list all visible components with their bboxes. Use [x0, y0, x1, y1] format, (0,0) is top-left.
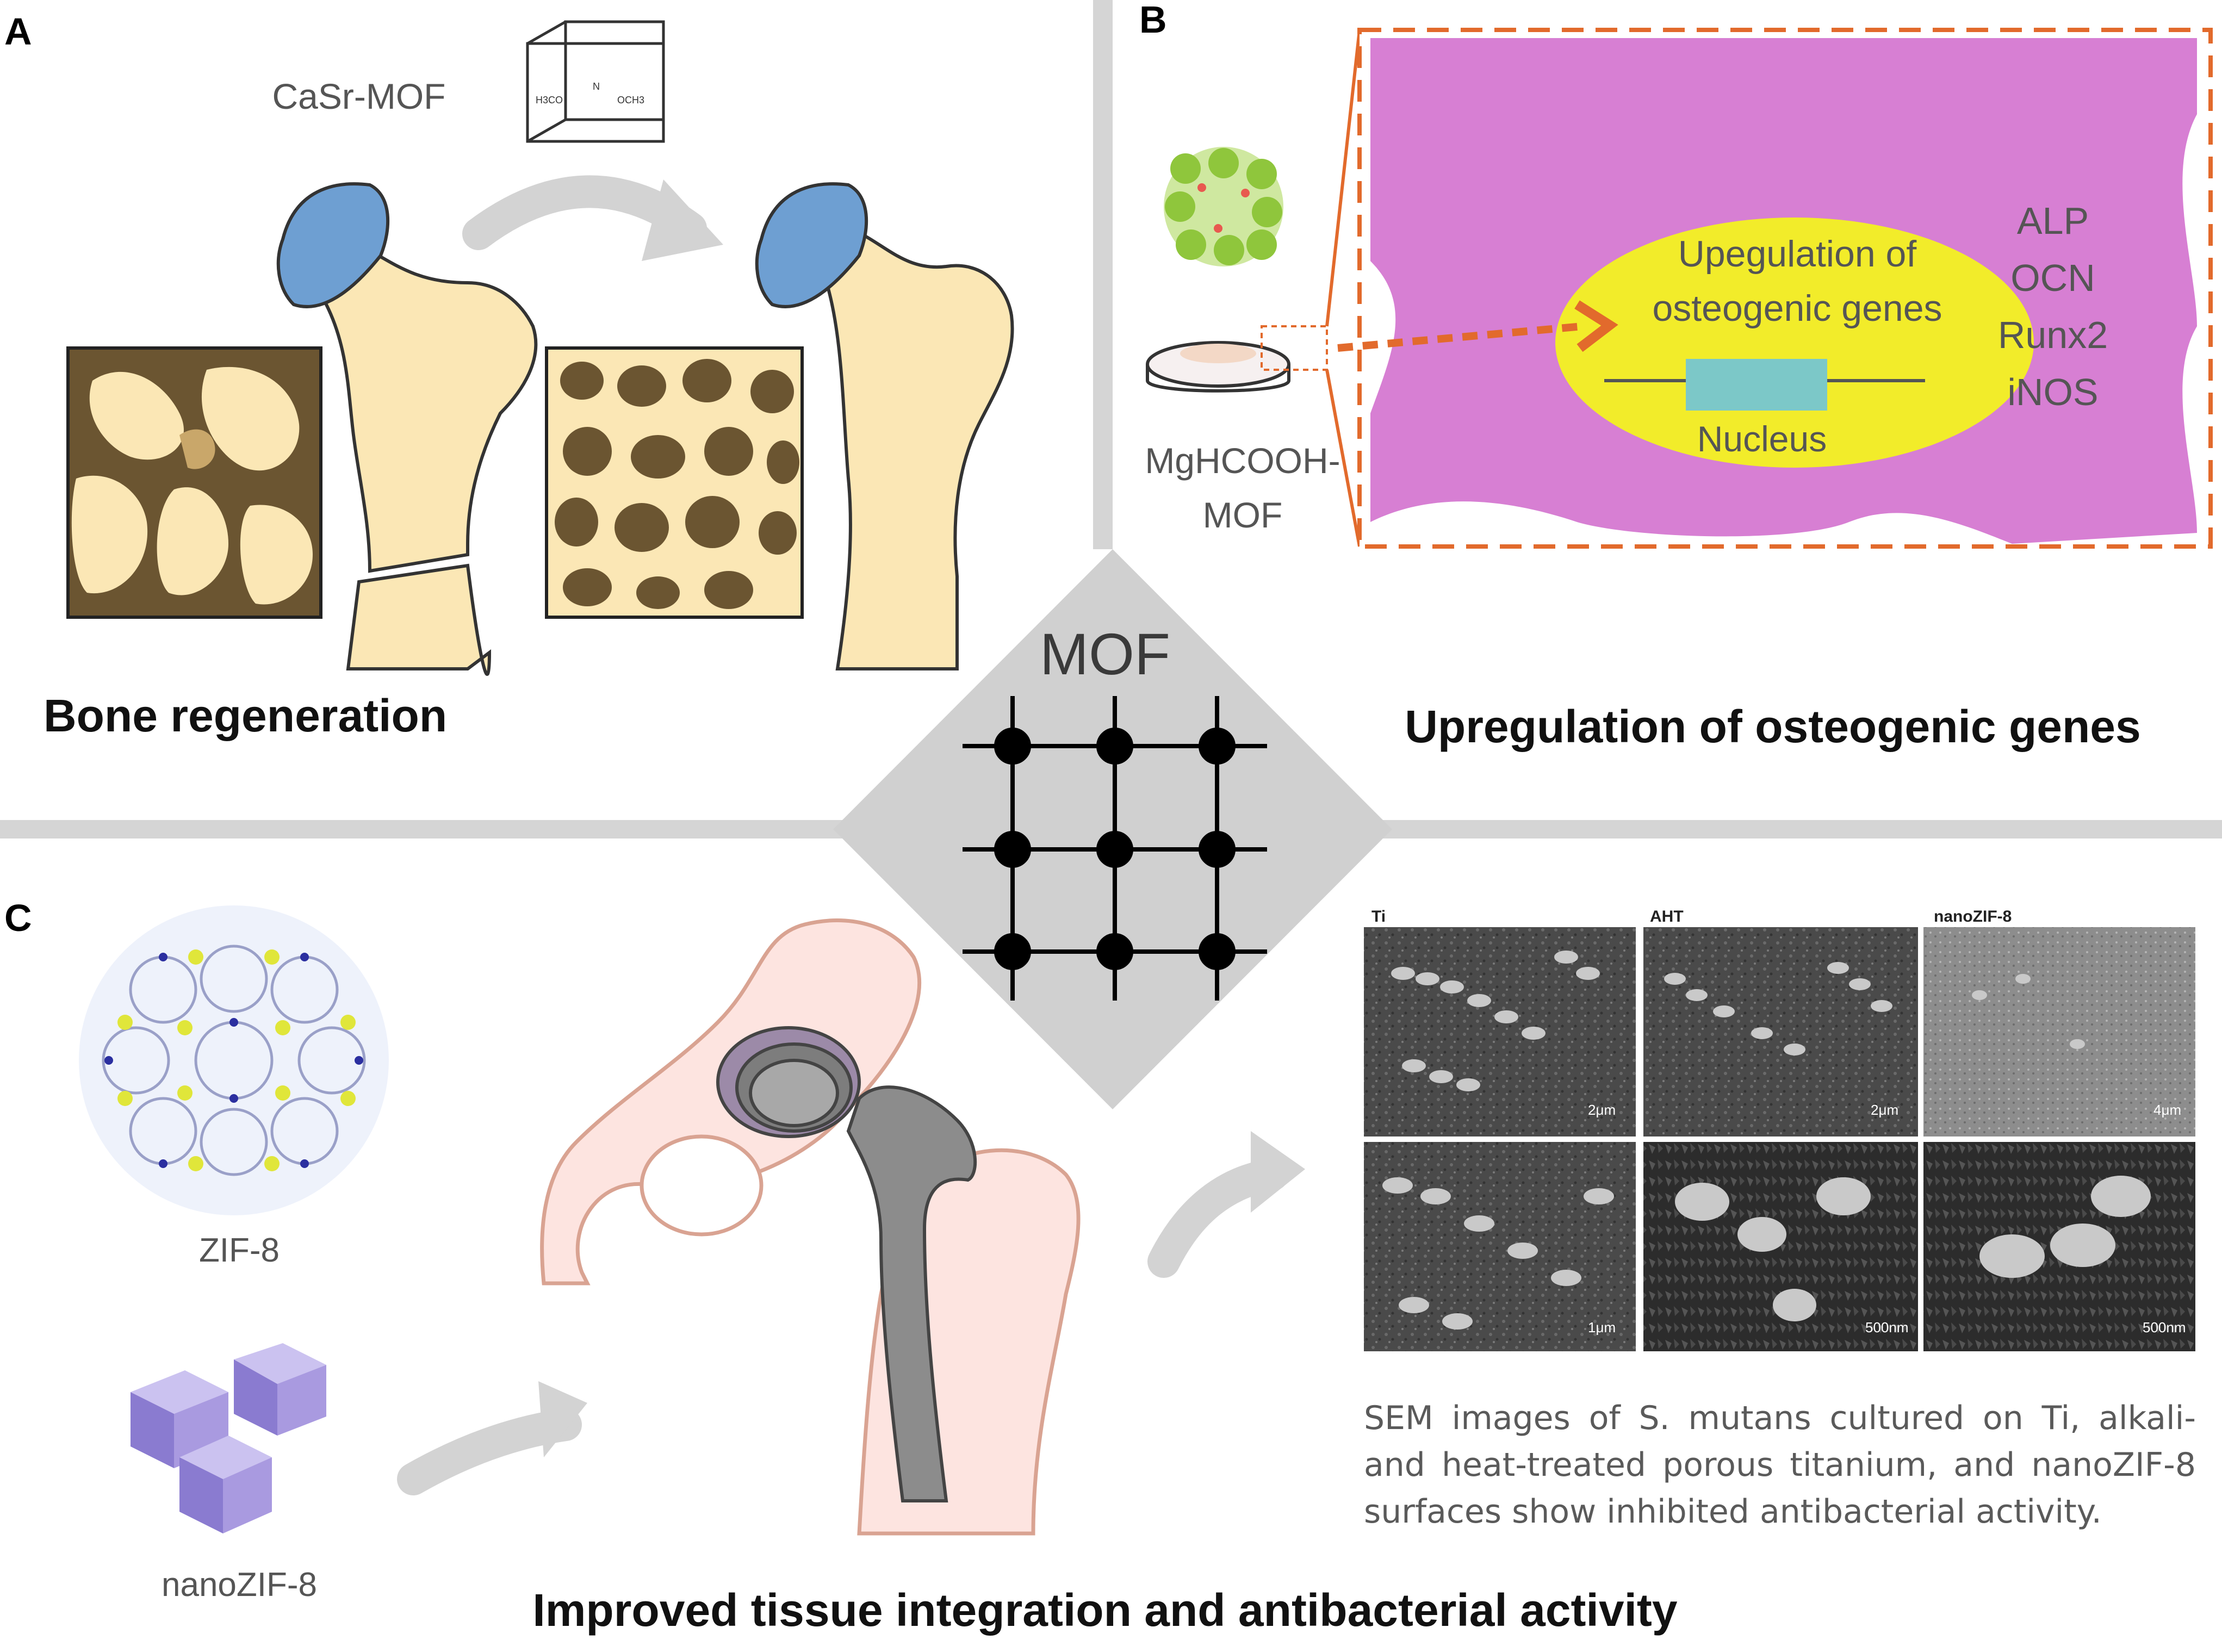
panel-c: C ZIF-8	[4, 897, 2195, 1636]
nanozif8-cubes-icon	[131, 1343, 326, 1533]
casr-mof-label: CaSr-MOF	[272, 76, 446, 116]
sem-image-nanozif8-low	[1923, 927, 2195, 1136]
sem-header-aht: AHT	[1650, 908, 1684, 926]
arrow-to-sem-head-icon	[1251, 1131, 1305, 1213]
scale-bar-3: 4μm	[2153, 1102, 2181, 1118]
mof-center-label: MOF	[1040, 621, 1170, 687]
gene-runx2: Runx2	[1998, 314, 2108, 356]
mof-lattice-icon	[963, 696, 1267, 1001]
divider-vertical	[1093, 0, 1113, 549]
zoom-line-bottom	[1325, 369, 1361, 547]
zif8-structure-icon	[79, 905, 389, 1215]
molecule-right-label: OCH3	[617, 95, 644, 105]
healed-femur-icon	[814, 225, 1014, 670]
scale-bar-5: 500nm	[1865, 1319, 1909, 1336]
healed-head-cartilage-icon	[755, 182, 868, 308]
prosthesis-stem-icon	[716, 1026, 977, 1502]
gene-ocn: OCN	[2010, 257, 2095, 299]
red-dashed-arrow	[1337, 322, 1583, 352]
panel-b-title: Upregulation of osteogenic genes	[1405, 701, 2140, 752]
upregulation-label-line1: Upegulation of	[1678, 233, 1917, 275]
gene-inos: iNOS	[2007, 371, 2098, 413]
petri-dish-icon	[1146, 325, 1328, 393]
sem-image-aht-low	[1643, 927, 1918, 1136]
scale-bar-2: 2μm	[1871, 1102, 1898, 1118]
trabecular-healthy-icon	[545, 346, 804, 619]
mghcooh-mof-label-line2: MOF	[1203, 495, 1283, 535]
sem-caption: SEM images of S. mutans cultured on Ti, …	[1364, 1399, 2196, 1531]
nucleus-label: Nucleus	[1697, 419, 1827, 459]
trabecular-damaged-icon	[66, 346, 322, 619]
arrow-head-icon	[642, 179, 723, 261]
molecule-left-label: H3CO	[536, 95, 563, 105]
zif8-label: ZIF-8	[199, 1232, 280, 1269]
scale-bar-1: 2μm	[1588, 1102, 1616, 1118]
panel-a-letter: A	[4, 10, 32, 53]
molecule-mid-label: N	[593, 81, 600, 92]
panel-b: B MgHCOOH- MOF	[1139, 0, 2213, 752]
scale-bar-4: 1μm	[1588, 1319, 1616, 1336]
scale-bar-6: 500nm	[2143, 1319, 2186, 1336]
panel-b-letter: B	[1139, 0, 1167, 41]
sem-header-nanozif8: nanoZIF-8	[1934, 908, 2012, 926]
sem-header-ti: Ti	[1371, 908, 1386, 926]
upregulation-label-line2: osteogenic genes	[1652, 288, 1942, 329]
gene-region-icon	[1686, 359, 1827, 411]
gene-alp: ALP	[2017, 200, 2089, 242]
sem-image-ti-high	[1364, 1142, 1636, 1351]
bacteria-chains-icon	[1382, 951, 2151, 1330]
hip-implant-icon	[540, 918, 1081, 1536]
zoom-line-top	[1325, 29, 1361, 327]
nanozif8-label: nanoZIF-8	[162, 1566, 317, 1604]
arrow-to-implant-head-icon	[538, 1381, 587, 1457]
sem-image-ti-low	[1364, 927, 1636, 1136]
mof-crystal-structure-icon	[1164, 147, 1283, 266]
panel-c-title: Improved tissue integration and antibact…	[532, 1585, 1677, 1636]
panel-c-letter: C	[4, 897, 32, 939]
femoral-head-cartilage-icon	[276, 182, 390, 308]
nucleus-icon	[1555, 218, 2034, 468]
mghcooh-mof-label-line1: MgHCOOH-	[1145, 440, 1340, 481]
panel-a: A CaSr-MOF H3CO N OCH3	[4, 10, 1014, 741]
mof-center-diamond: MOF	[833, 549, 1392, 1109]
panel-a-title: Bone regeneration	[44, 690, 447, 741]
fractured-femur-icon	[316, 239, 538, 676]
mof-cube-icon	[526, 20, 665, 143]
red-arrow-head-icon	[1574, 300, 1618, 352]
